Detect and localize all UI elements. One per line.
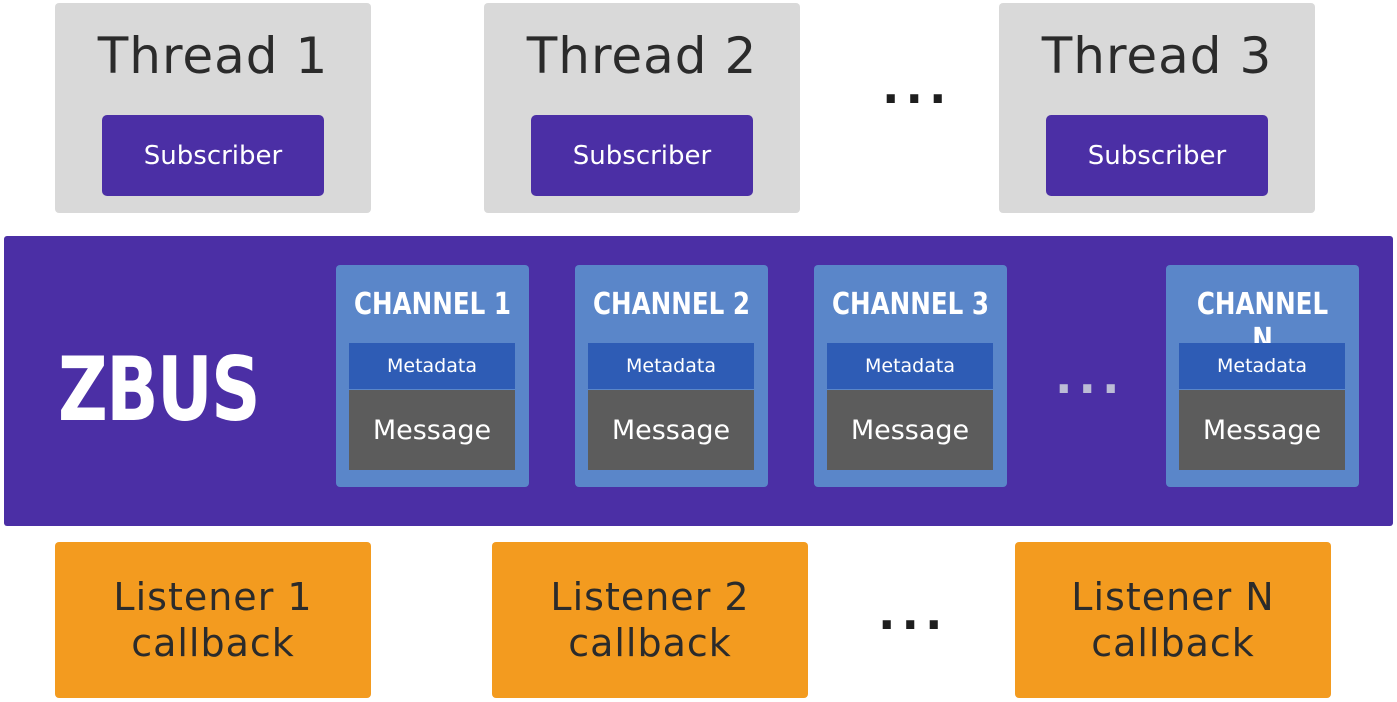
- thread-2-title: Thread 2: [526, 27, 758, 85]
- threads-ellipsis: ...: [882, 60, 953, 114]
- listener-n-line1: Listener N: [1071, 575, 1275, 619]
- listener-1-box: Listener 1 callback: [55, 542, 371, 698]
- channel-n-message: Message: [1179, 390, 1345, 470]
- channel-3-metadata: Metadata: [827, 343, 993, 389]
- channel-n: CHANNEL N Metadata Message: [1166, 265, 1359, 487]
- channel-3: CHANNEL 3 Metadata Message: [814, 265, 1007, 487]
- channel-1-metadata: Metadata: [349, 343, 515, 389]
- channel-3-message: Message: [827, 390, 993, 470]
- channel-2: CHANNEL 2 Metadata Message: [575, 265, 768, 487]
- thread-3-box: Thread 3 Subscriber: [999, 3, 1315, 213]
- channel-n-metadata: Metadata: [1179, 343, 1345, 389]
- thread-1-title: Thread 1: [97, 27, 329, 85]
- listener-1-line2: callback: [131, 621, 295, 665]
- channel-n-title: CHANNEL N: [1196, 287, 1329, 357]
- thread-3-subscriber: Subscriber: [1046, 115, 1268, 196]
- listener-n-line2: callback: [1091, 621, 1255, 665]
- thread-2-subscriber: Subscriber: [531, 115, 753, 196]
- listener-2-line1: Listener 2: [550, 575, 750, 619]
- thread-1-subscriber: Subscriber: [102, 115, 324, 196]
- channel-1-title: CHANNEL 1: [353, 287, 512, 322]
- thread-2-box: Thread 2 Subscriber: [484, 3, 800, 213]
- channels-ellipsis: ...: [1055, 350, 1126, 404]
- channel-1-message: Message: [349, 390, 515, 470]
- listeners-ellipsis: ...: [878, 586, 949, 640]
- thread-1-box: Thread 1 Subscriber: [55, 3, 371, 213]
- channel-1: CHANNEL 1 Metadata Message: [336, 265, 529, 487]
- listener-1-line1: Listener 1: [113, 575, 313, 619]
- channel-2-message: Message: [588, 390, 754, 470]
- listener-2-box: Listener 2 callback: [492, 542, 808, 698]
- channel-2-title: CHANNEL 2: [592, 287, 751, 322]
- thread-3-title: Thread 3: [1041, 27, 1273, 85]
- channel-3-title: CHANNEL 3: [831, 287, 990, 322]
- channel-2-metadata: Metadata: [588, 343, 754, 389]
- listener-2-line2: callback: [568, 621, 732, 665]
- listener-n-box: Listener N callback: [1015, 542, 1331, 698]
- zbus-label: ZBUS: [58, 338, 261, 441]
